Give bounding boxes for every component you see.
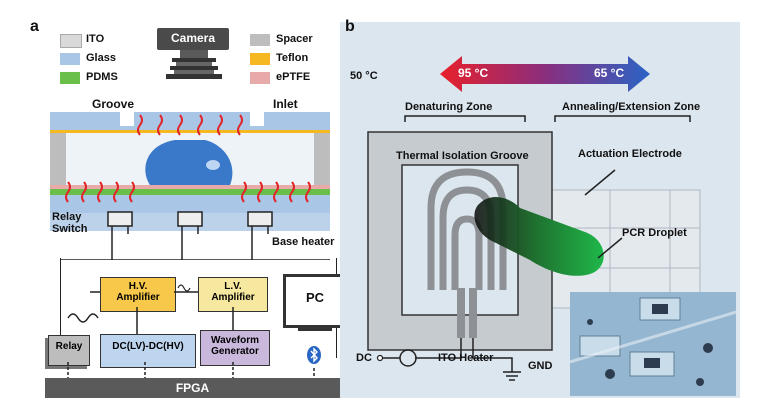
legend-label-pdms: PDMS [86, 71, 118, 83]
legend-swatch-glass [60, 53, 80, 65]
panel-b-letter: b [345, 18, 355, 35]
actuation-electrode-label: Actuation Electrode [578, 148, 682, 160]
chip-top-view [367, 115, 701, 381]
ambient-temp: 50 °C [350, 70, 378, 82]
legend-swatch-pdms [60, 72, 80, 84]
annealing-zone-label: Annealing/Extension Zone [562, 101, 701, 113]
relay-box: Relay [48, 335, 90, 366]
relay-label: Relay [55, 341, 83, 352]
device-photo [570, 292, 736, 396]
legend-swatch-ito [60, 34, 82, 48]
ito-heater-label: ITO Heater [438, 352, 494, 364]
relay-switch-label: Relay Switch [52, 211, 88, 235]
legend-swatch-spacer [250, 34, 270, 46]
lv-amplifier-label: L.V. Amplifier [211, 281, 255, 303]
legend-swatch-teflon [250, 53, 270, 65]
temp-hot-label: 95 °C [458, 66, 489, 80]
bluetooth-icon [306, 345, 322, 365]
groove-label-a: Groove [92, 97, 135, 111]
temp-cold-label: 65 °C [594, 66, 625, 80]
pc-stand [298, 325, 332, 331]
dc-converter-box: DC(LV)-DC(HV) [100, 334, 196, 368]
legend-label-eptfe: ePTFE [276, 71, 311, 83]
camera-body [157, 28, 229, 50]
inlet-label: Inlet [273, 97, 298, 111]
legend-label-spacer: Spacer [276, 33, 313, 45]
legend-label-glass: Glass [86, 52, 116, 64]
legend-label-ito: ITO [86, 33, 105, 45]
gnd-label: GND [528, 360, 553, 372]
denaturing-zone-label: Denaturing Zone [405, 101, 493, 113]
hv-amplifier-label: H.V. Amplifier [116, 281, 160, 303]
legend-label-teflon: Teflon [276, 52, 309, 64]
chip-cross-section [50, 112, 330, 260]
fpga-bar [45, 378, 340, 398]
isolation-groove-label: Thermal Isolation Groove [396, 150, 529, 162]
lv-amplifier-box: L.V. Amplifier [198, 277, 268, 312]
hv-amplifier-box: H.V. Amplifier [100, 277, 176, 312]
dc-converter-label: DC(LV)-DC(HV) [112, 341, 184, 352]
control-wiring [67, 284, 315, 378]
waveform-generator-box: Waveform Generator [200, 330, 270, 366]
camera-label: Camera [170, 31, 216, 45]
pcr-droplet-label: PCR Droplet [622, 227, 687, 239]
pc-monitor-icon [283, 274, 347, 328]
fpga-label: FPGA [175, 381, 210, 395]
legend-swatch-eptfe [250, 72, 270, 84]
dc-label: DC [356, 352, 372, 364]
pc-label: PC [305, 290, 325, 305]
camera-lens-icon [166, 50, 222, 79]
base-heater-label: Base heater [272, 236, 335, 248]
temperature-gradient-arrow [440, 56, 650, 92]
waveform-generator-label: Waveform Generator [211, 335, 259, 357]
panel-a-letter: a [30, 18, 39, 35]
